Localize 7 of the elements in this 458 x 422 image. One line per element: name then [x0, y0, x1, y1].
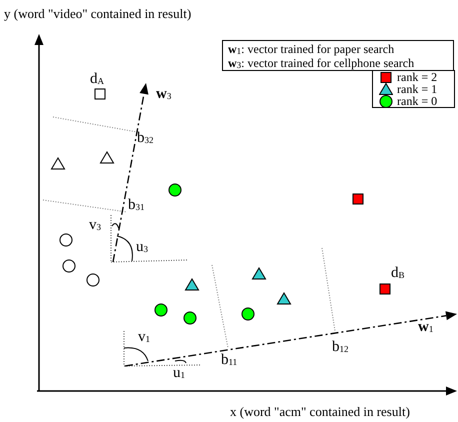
axis-title: x (word "acm" contained in result)	[230, 404, 410, 419]
axis-title: y (word "video" contained in result)	[4, 6, 192, 21]
legend-text: w$_{3}$: vector trained for cellphone search	[228, 56, 414, 71]
legend-text: rank = 0	[397, 94, 438, 108]
legend-text: w$_{1}$: vector trained for paper search	[228, 42, 394, 57]
legend-text: rank = 1	[397, 82, 438, 96]
legend-text: rank = 2	[397, 70, 438, 84]
